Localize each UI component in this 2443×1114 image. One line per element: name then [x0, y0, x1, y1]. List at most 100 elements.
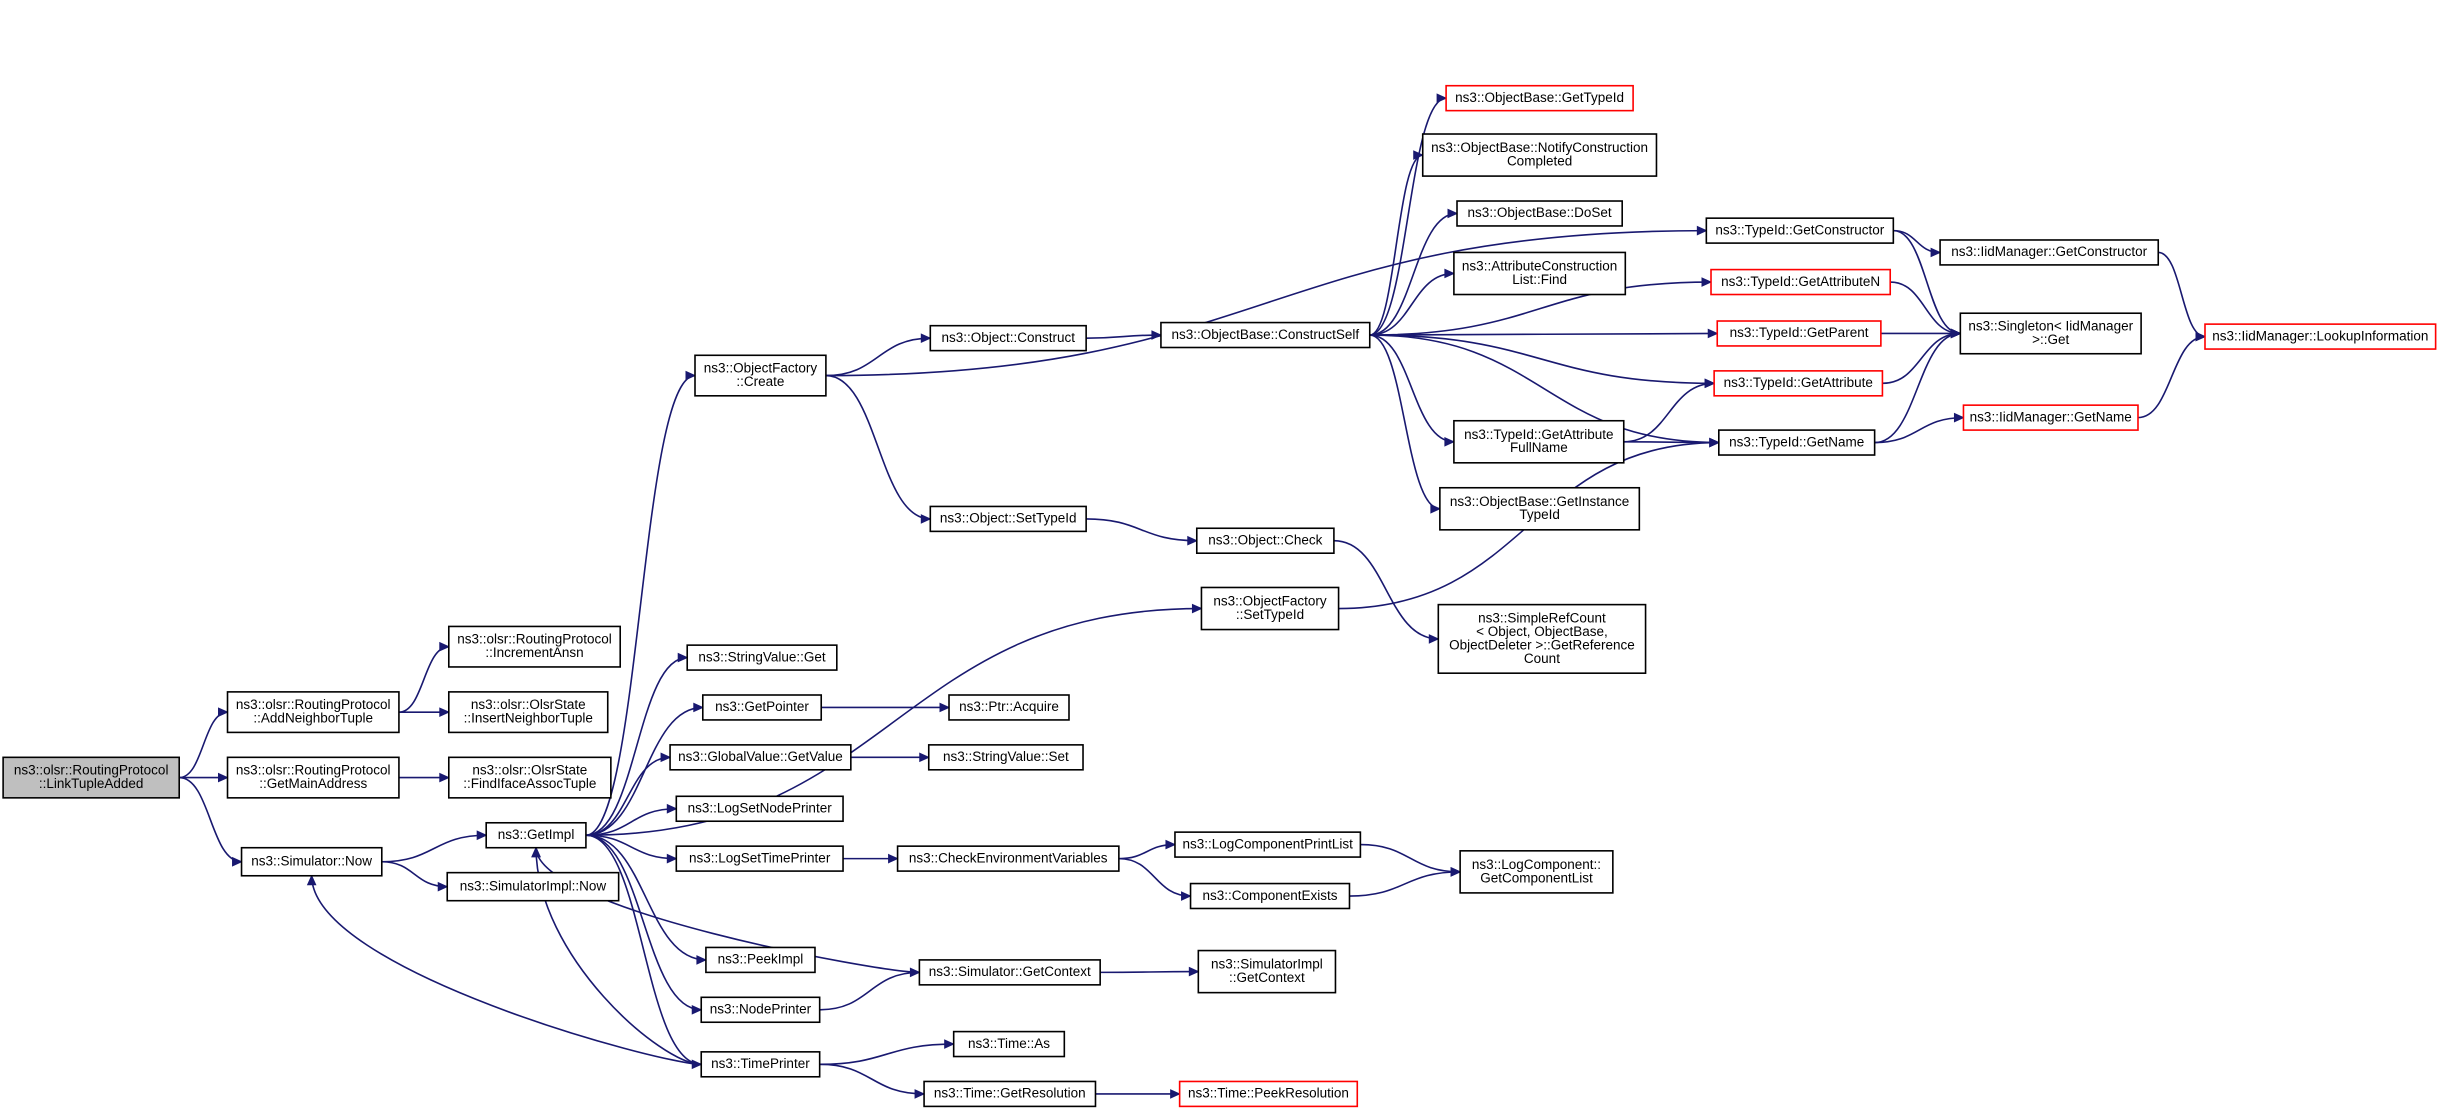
arrowhead: [476, 830, 488, 841]
edge-nodePrinter-to-simGetContext: [819, 971, 920, 1011]
node-label: ::IncrementAnsn: [485, 645, 583, 660]
node-simImplGetCtx[interactable]: ns3::SimulatorImpl::GetContext: [1197, 949, 1337, 994]
arrowhead: [1170, 1089, 1181, 1099]
edge-getImpl-to-gvGetValue: [585, 756, 671, 837]
node-getMainAddr[interactable]: ns3::olsr::RoutingProtocol::GetMainAddre…: [226, 756, 400, 799]
node-timePrinter[interactable]: ns3::TimePrinter: [700, 1051, 821, 1078]
node-strValGet[interactable]: ns3::StringValue::Get: [686, 644, 838, 671]
node-obGetTypeId[interactable]: ns3::ObjectBase::GetTypeId: [1445, 84, 1634, 112]
node-addNeighbor[interactable]: ns3::olsr::RoutingProtocol::AddNeighborT…: [226, 691, 400, 734]
node-box: [1939, 239, 2160, 266]
edge-tidGetAttrFull-to-tidGetAttr: [1623, 382, 1715, 443]
arrowhead: [939, 702, 951, 713]
node-logSetTime[interactable]: ns3::LogSetTimePrinter: [675, 845, 844, 872]
node-box: [952, 1030, 1066, 1058]
node-box: [1445, 84, 1634, 112]
node-gvGetValue[interactable]: ns3::GlobalValue::GetValue: [669, 744, 852, 771]
edge-tidGetAttr-to-singletonGet: [1882, 332, 1961, 385]
edge-obConstructSelf-to-tidGetAttr: [1369, 334, 1715, 385]
node-getImpl[interactable]: ns3::GetImpl: [485, 821, 587, 849]
node-box: [485, 821, 587, 849]
node-incAnsn[interactable]: ns3::olsr::RoutingProtocol::IncrementAns…: [447, 625, 622, 668]
edge-obConstructSelf-to-tidGetName: [1369, 334, 1719, 444]
node-box: [1718, 429, 1876, 456]
edge-obConstructSelf-to-tidGetAttrN: [1369, 281, 1712, 336]
node-label: GetComponentList: [1480, 870, 1593, 885]
arrowhead: [232, 856, 243, 867]
node-checkEnv[interactable]: ns3::CheckEnvironmentVariables: [896, 845, 1120, 872]
node-root[interactable]: ns3::olsr::RoutingProtocol::LinkTupleAdd…: [2, 756, 181, 799]
node-peekImpl[interactable]: ns3::PeekImpl: [705, 946, 816, 974]
arrowhead: [691, 1004, 703, 1015]
node-obDoSet[interactable]: ns3::ObjectBase::DoSet: [1456, 200, 1623, 227]
node-label: ns3::TypeId::GetParent: [1730, 325, 1869, 340]
node-label: ns3::ObjectBase::NotifyConstruction: [1431, 140, 1648, 155]
arrowhead: [944, 1039, 955, 1049]
node-box: [686, 644, 838, 671]
node-ofSetTypeId[interactable]: ns3::ObjectFactory::SetTypeId: [1200, 586, 1340, 631]
node-tidGetParent[interactable]: ns3::TypeId::GetParent: [1716, 320, 1882, 347]
node-tidGetCtor[interactable]: ns3::TypeId::GetConstructor: [1705, 217, 1895, 244]
node-box: [1421, 133, 1658, 177]
node-label: ns3::StringValue::Get: [698, 649, 826, 664]
node-box: [669, 744, 852, 771]
node-logCompGet[interactable]: ns3::LogComponent::GetComponentList: [1459, 850, 1614, 894]
arrowhead: [439, 772, 451, 783]
node-tidGetAttr[interactable]: ns3::TypeId::GetAttribute: [1713, 370, 1884, 397]
node-label: ::Create: [736, 374, 784, 389]
node-box: [2, 756, 181, 799]
node-ofCreate[interactable]: ns3::ObjectFactory::Create: [694, 354, 827, 397]
node-label: ns3::LogComponentPrintList: [1182, 836, 1353, 851]
node-timePeekRes[interactable]: ns3::Time::PeekResolution: [1178, 1080, 1359, 1108]
node-logSetNode[interactable]: ns3::LogSetNodePrinter: [675, 795, 844, 823]
node-box: [694, 354, 827, 397]
node-box: [1456, 200, 1623, 227]
node-iidLookup[interactable]: ns3::IidManager::LookupInformation: [2204, 323, 2437, 350]
node-objCheck[interactable]: ns3::Object::Check: [1195, 527, 1335, 554]
node-insNeighbor[interactable]: ns3::olsr::OlsrState::InsertNeighborTupl…: [447, 691, 609, 734]
edge-simNow-to-simImplNow: [381, 860, 448, 888]
node-label: TypeId: [1519, 507, 1560, 522]
node-nodePrinter[interactable]: ns3::NodePrinter: [700, 996, 821, 1024]
arrowhead: [1181, 891, 1192, 901]
node-simNow[interactable]: ns3::Simulator::Now: [240, 846, 383, 877]
node-iidGetCtor[interactable]: ns3::IidManager::GetConstructor: [1939, 239, 2160, 266]
arrowhead: [1444, 268, 1456, 279]
node-timeAs[interactable]: ns3::Time::As: [952, 1030, 1066, 1058]
node-objConstruct[interactable]: ns3::Object::Construct: [929, 324, 1087, 352]
node-box: [923, 1080, 1097, 1108]
node-objSetTypeId[interactable]: ns3::Object::SetTypeId: [929, 505, 1087, 533]
node-compExists[interactable]: ns3::ComponentExists: [1189, 882, 1351, 910]
edge-obConstructSelf-to-obGetInstTid: [1369, 334, 1441, 510]
arrowhead: [696, 955, 708, 965]
node-findIface[interactable]: ns3::olsr::OlsrState::FindIfaceAssocTupl…: [447, 756, 612, 799]
arrowhead: [1950, 328, 1962, 339]
node-singletonGet[interactable]: ns3::Singleton< IidManager >::Get: [1959, 312, 2142, 355]
node-box: [1189, 882, 1351, 910]
node-box: [701, 694, 823, 721]
node-logCompPrint[interactable]: ns3::LogComponentPrintList: [1174, 831, 1362, 858]
node-iidGetName[interactable]: ns3::IidManager::GetName: [1962, 404, 2139, 431]
node-getPointer[interactable]: ns3::GetPointer: [701, 694, 823, 721]
node-timeGetRes[interactable]: ns3::Time::GetResolution: [923, 1080, 1097, 1108]
node-label: ns3::ObjectBase::GetInstance: [1450, 494, 1629, 509]
node-box: [1197, 949, 1337, 994]
node-simGetContext[interactable]: ns3::Simulator::GetContext: [918, 959, 1101, 986]
node-box: [1437, 603, 1647, 674]
node-label: ns3::ObjectBase::GetTypeId: [1455, 90, 1624, 105]
node-tidGetAttrN[interactable]: ns3::TypeId::GetAttributeN: [1710, 268, 1892, 296]
node-tidGetName[interactable]: ns3::TypeId::GetName: [1718, 429, 1876, 456]
node-simImplNow[interactable]: ns3::SimulatorImpl::Now: [446, 871, 620, 902]
node-obNotify[interactable]: ns3::ObjectBase::NotifyConstructionCompl…: [1421, 133, 1658, 177]
arrowhead: [919, 752, 930, 763]
node-label: ns3::Singleton< IidManager: [1968, 319, 2133, 334]
node-simpleRef[interactable]: ns3::SimpleRefCount< Object, ObjectBase,…: [1437, 603, 1647, 674]
node-label: >::Get: [2032, 332, 2069, 347]
node-strValSet[interactable]: ns3::StringValue::Set: [927, 744, 1084, 771]
node-ptrAcquire[interactable]: ns3::Ptr::Acquire: [948, 694, 1070, 721]
node-box: [700, 1051, 821, 1078]
node-obConstructSelf[interactable]: ns3::ObjectBase::ConstructSelf: [1160, 321, 1371, 349]
